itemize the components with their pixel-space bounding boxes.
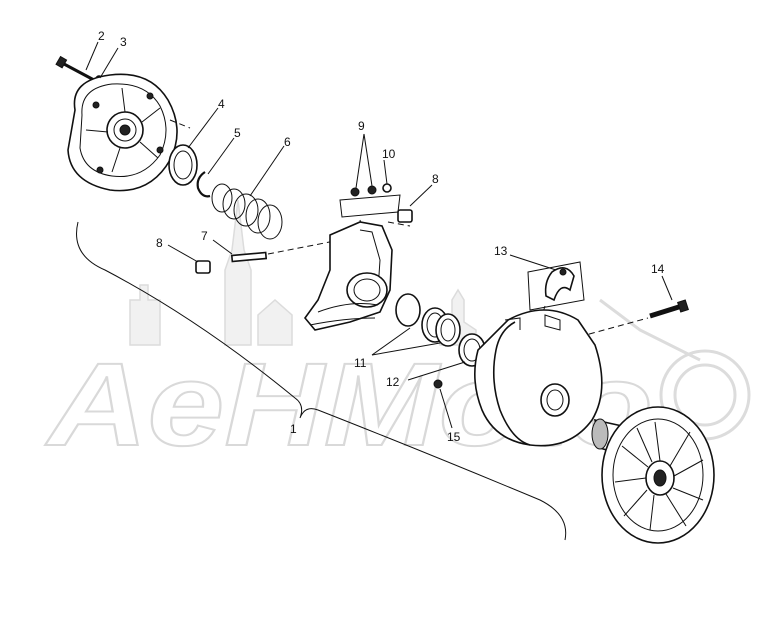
callout-10: 10 [382, 147, 396, 161]
callout-8-left: 8 [156, 236, 163, 250]
spider-arm [303, 221, 393, 331]
callout-13: 13 [494, 244, 508, 258]
callout-6: 6 [284, 135, 291, 149]
clutch-weight [527, 261, 585, 323]
callout-labels: 1 2 3 4 5 6 7 8 8 9 10 11 12 13 14 15 [98, 29, 665, 444]
callout-9: 9 [358, 119, 365, 133]
seal-rings [395, 293, 461, 347]
set-screw [433, 379, 443, 389]
callout-3: 3 [120, 35, 127, 49]
spring [211, 183, 283, 240]
callout-4: 4 [218, 97, 225, 111]
cover-housing [67, 73, 191, 192]
pin [230, 239, 341, 263]
callout-11: 11 [354, 356, 367, 370]
bushing [168, 144, 198, 186]
snap-ring [196, 171, 211, 198]
roller-button [397, 209, 413, 223]
callout-5: 5 [234, 126, 241, 140]
callout-7: 7 [201, 229, 208, 243]
leader-lines [85, 41, 673, 429]
callout-8-right: 8 [432, 172, 439, 186]
callout-15: 15 [447, 430, 461, 444]
assembly-bracket [76, 221, 567, 541]
bolt [55, 55, 95, 82]
cap-bolt [559, 299, 689, 343]
callout-1: 1 [290, 422, 297, 436]
callout-12: 12 [386, 375, 400, 389]
roller-button [195, 260, 211, 274]
fixed-sheave [591, 406, 715, 544]
callout-2: 2 [98, 29, 105, 43]
callout-14: 14 [651, 262, 665, 276]
moveable-sheave [474, 309, 603, 447]
